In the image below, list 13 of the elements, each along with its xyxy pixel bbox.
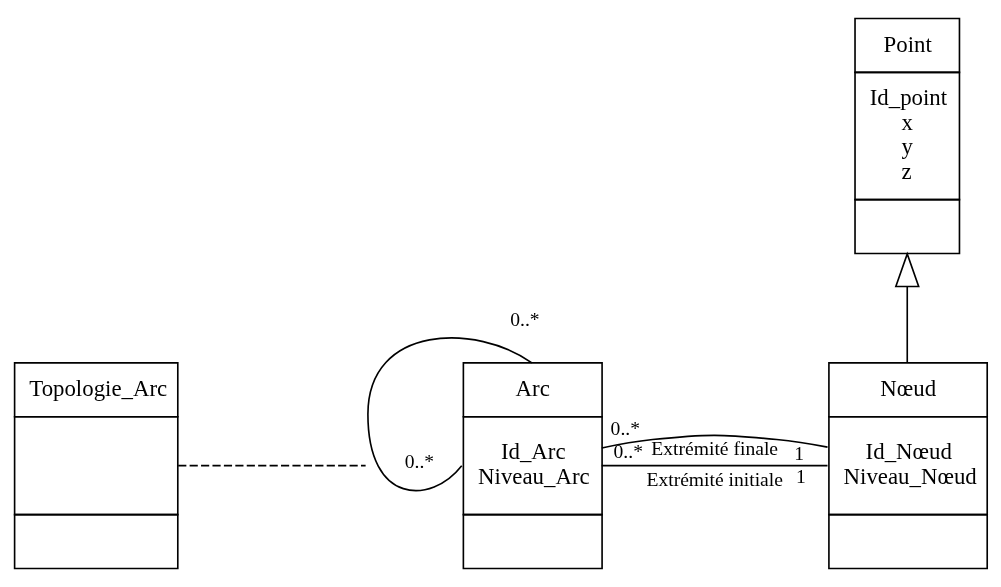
label: 0..* <box>613 441 643 463</box>
connector <box>600 464 829 467</box>
label: 1 <box>794 442 804 464</box>
arrow <box>894 251 920 364</box>
connector <box>177 464 367 467</box>
label: 0..* <box>510 309 540 331</box>
label: 1 <box>795 466 806 488</box>
edge-label: Extrémité initiale <box>646 469 783 491</box>
connector <box>600 434 829 449</box>
connector <box>367 337 533 492</box>
label: 0..* <box>404 450 435 472</box>
edge-label: Extrémité finale <box>651 438 779 460</box>
label: 0..* <box>610 418 640 440</box>
